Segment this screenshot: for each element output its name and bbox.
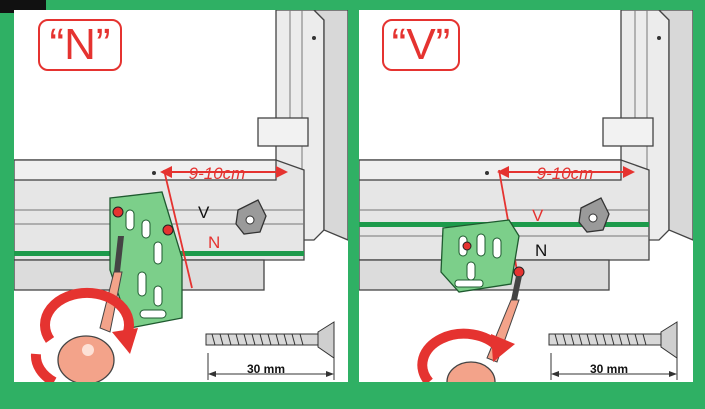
mode-label-n: “N” xyxy=(38,19,122,71)
screw-length-label: 30 mm xyxy=(589,362,629,376)
corner-tab xyxy=(0,0,46,13)
screw-length-label: 30 mm xyxy=(246,362,286,376)
lower-slot-letter: N xyxy=(208,233,221,252)
dimension-label: 9-10cm xyxy=(536,164,594,183)
mode-label-v: “V” xyxy=(382,19,460,71)
panel-mode-n: “N” 9-10cm V N 30 mm xyxy=(14,10,348,382)
assembly-drawing-n xyxy=(14,10,348,382)
lower-slot-letter: N xyxy=(535,241,548,260)
upper-slot-letter: V xyxy=(532,206,544,225)
assembly-drawing-v xyxy=(359,10,693,382)
dimension-label: 9-10cm xyxy=(188,164,246,183)
upper-slot-letter: V xyxy=(198,203,210,222)
panel-mode-v: “V” 9-10cm V N 30 mm xyxy=(359,10,693,382)
